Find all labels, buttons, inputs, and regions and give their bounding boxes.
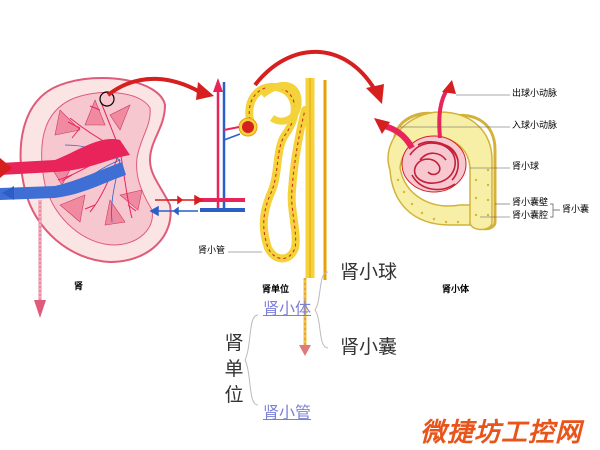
tree-branch-renal-corpuscle[interactable]: 肾小体 — [263, 299, 312, 318]
nephron-illustration — [149, 78, 327, 356]
capsule-wall-label: 肾小囊壁 — [512, 198, 549, 208]
kidney-illustration — [0, 76, 172, 318]
renal-corpuscle-illustration — [374, 80, 560, 231]
tree-root-nephron: 肾单位 — [224, 332, 244, 406]
zoom-arrow-2 — [253, 49, 377, 92]
efferent-arteriole-label: 出球小动脉 — [512, 89, 558, 99]
nephron-label: 肾单位 — [262, 285, 290, 295]
glomerulus-label: 肾小球 — [512, 162, 540, 172]
tree-sub-renal-capsule: 肾小囊 — [340, 336, 398, 358]
tree-sub-glomerulus: 肾小球 — [340, 261, 398, 283]
capsule-cavity-label: 肾小囊腔 — [512, 211, 549, 221]
watermark-logo: 微捷坊工控网 — [420, 418, 583, 448]
kidney-label: 肾 — [74, 282, 84, 292]
zoom-arrow-1 — [106, 76, 201, 97]
renal-tubule-label: 肾小管 — [198, 246, 226, 256]
tree-bracket — [244, 271, 329, 406]
tree-branch-renal-tubule[interactable]: 肾小管 — [263, 403, 312, 422]
afferent-arteriole-label: 入球小动脉 — [512, 121, 558, 131]
renal-corpuscle-label: 肾小体 — [442, 285, 470, 295]
capsule-label: 肾小囊 — [562, 205, 590, 215]
